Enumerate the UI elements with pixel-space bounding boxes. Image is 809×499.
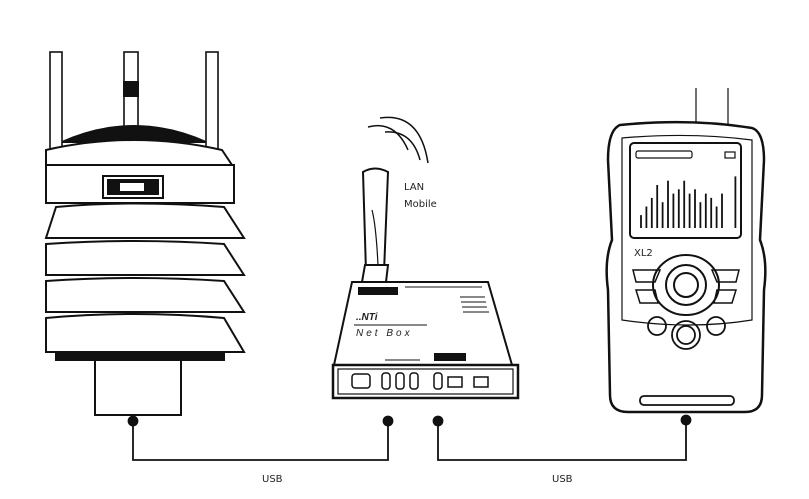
navigation-wheel — [665, 264, 707, 306]
netbox-device — [331, 116, 520, 400]
wireless-label-lan: LAN — [404, 182, 424, 193]
usb-cable-1 — [127, 415, 394, 461]
weather-station — [44, 51, 246, 416]
wireless-wave-icon — [367, 125, 409, 151]
usb-cable-2 — [432, 414, 692, 461]
antenna-icon — [361, 167, 390, 273]
xl2-label: XL2 — [634, 248, 653, 259]
wireless-label-mobile: Mobile — [404, 199, 437, 210]
netbox-name: Net Box — [356, 328, 413, 339]
usb-label-2: USB — [552, 474, 573, 485]
netbox-brand-logo: ..NTi — [356, 312, 378, 323]
usb-label-1: USB — [262, 474, 283, 485]
xl2-analyzer — [605, 88, 767, 414]
